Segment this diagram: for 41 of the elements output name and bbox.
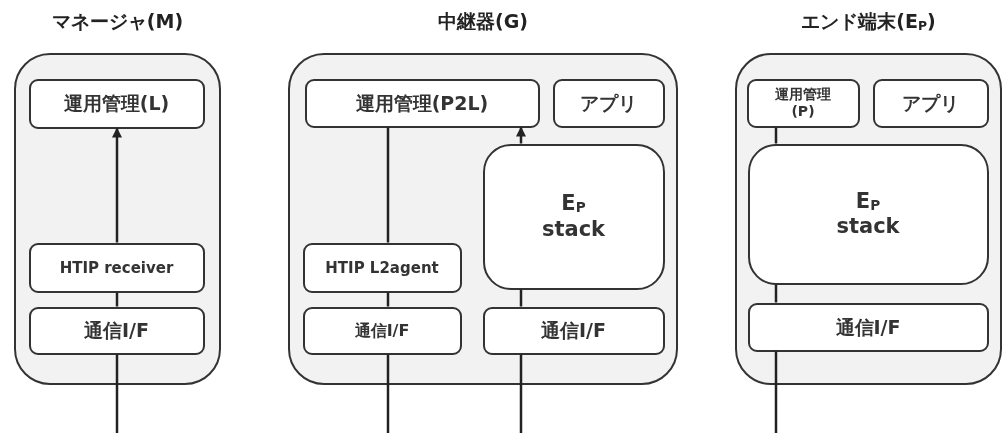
module-box <box>302 242 462 293</box>
module-label: 運用管理(P2L) <box>355 91 489 115</box>
module-box <box>304 78 540 128</box>
connector-line <box>386 354 390 433</box>
module-label: E$_{P}$ stack <box>835 188 901 240</box>
panel-heading: 中継器(G) <box>438 9 528 34</box>
arrow <box>516 126 526 144</box>
module-label: 運用管理 (P) <box>774 86 832 120</box>
module-box <box>482 306 665 355</box>
module-label: 通信I/F <box>541 319 606 342</box>
connector-line <box>519 354 523 433</box>
connector-line <box>774 351 778 433</box>
module-label: アプリ <box>580 91 637 115</box>
module-box <box>28 306 205 355</box>
module-box <box>28 78 205 129</box>
module-label: 通信I/F <box>835 315 901 339</box>
module-box <box>746 78 860 128</box>
connector-line <box>386 127 390 243</box>
connector-line <box>386 292 390 307</box>
stack-box <box>747 143 989 285</box>
connector-line <box>519 289 523 307</box>
connector-line <box>115 354 119 433</box>
panel-heading: エンド端末(E$_{P}$) <box>801 9 936 35</box>
arrow <box>112 127 122 243</box>
module-label: アプリ <box>902 91 959 115</box>
module-box <box>302 306 462 355</box>
module-box <box>28 242 205 293</box>
module-box <box>872 78 989 128</box>
module-label: 通信I/F <box>354 320 410 341</box>
stack-box <box>482 143 665 290</box>
connector-line <box>774 284 778 303</box>
connector-line <box>774 127 778 144</box>
panel-heading: マネージャ(M) <box>51 9 184 34</box>
module-label: 運用管理(L) <box>63 92 170 115</box>
module-box <box>747 302 989 352</box>
module-label: 通信I/F <box>84 319 149 342</box>
module-label: HTIP receiver <box>59 258 174 277</box>
module-box <box>552 78 665 128</box>
connector-line <box>115 292 119 307</box>
module-label: E$_{P}$ stack <box>540 191 607 242</box>
module-label: HTIP L2agent <box>325 258 439 277</box>
